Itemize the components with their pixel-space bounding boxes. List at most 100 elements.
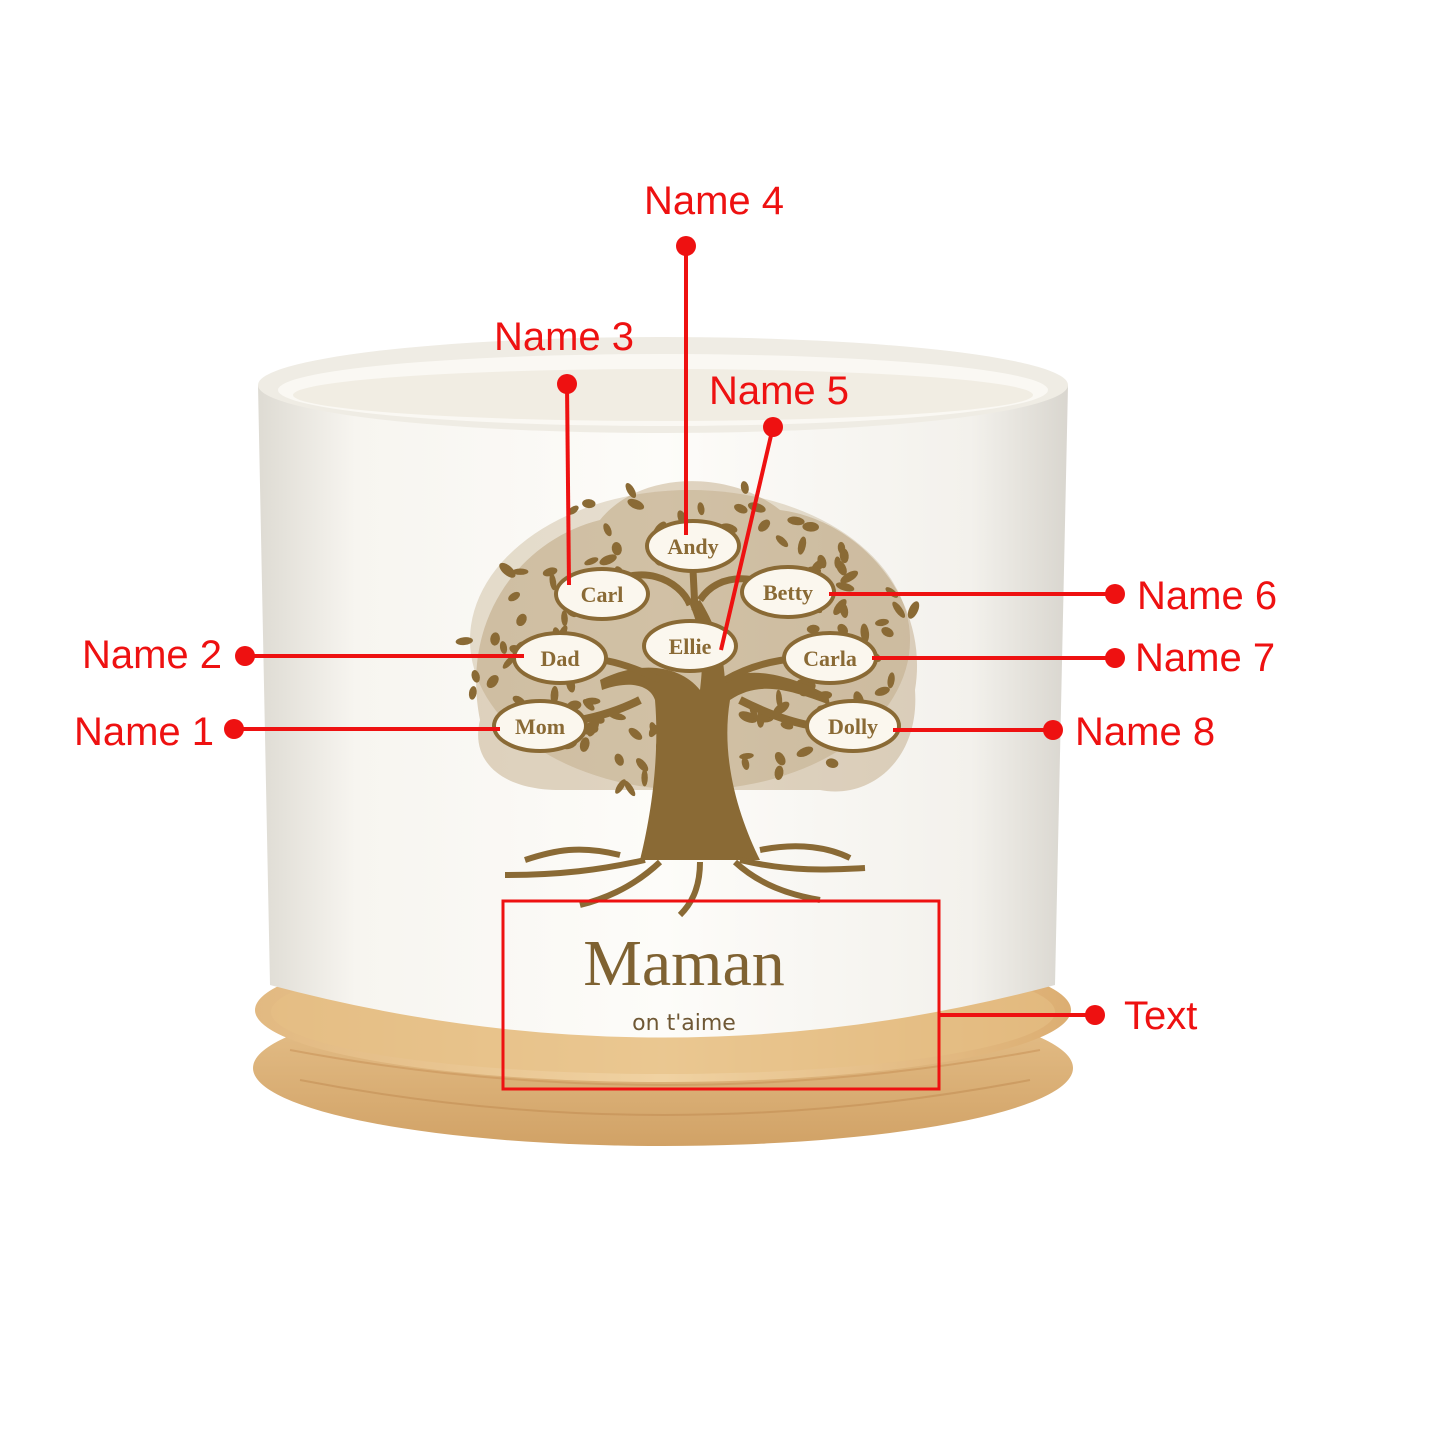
callout-label-text: Text <box>1124 994 1197 1038</box>
callout-name7: Name 7 <box>872 636 1275 680</box>
leaf <box>549 573 557 591</box>
leaf <box>825 758 839 768</box>
leaf <box>542 567 558 577</box>
tree-name-4: Andy <box>667 534 718 559</box>
leaf <box>584 557 599 566</box>
leaf <box>471 670 480 683</box>
leaf <box>774 765 784 780</box>
leaf <box>875 618 889 627</box>
leaf <box>603 523 612 537</box>
callout-name8: Name 8 <box>893 710 1215 754</box>
callout-label-name8: Name 8 <box>1075 710 1215 754</box>
ceramic-pot <box>258 337 1068 1038</box>
leaf <box>641 769 648 787</box>
leaf <box>499 641 508 654</box>
callout-label-name1: Name 1 <box>74 710 214 754</box>
leaf <box>887 672 895 689</box>
leaf <box>615 779 626 794</box>
callout-name1: Name 1 <box>74 710 500 754</box>
oval-name7: Carla <box>782 631 878 685</box>
leaf <box>624 780 636 797</box>
oval-name2: Dad <box>512 631 608 685</box>
leaf <box>787 516 805 526</box>
leaf <box>881 627 894 638</box>
leaf <box>697 502 705 516</box>
leaf <box>628 727 643 740</box>
leaf <box>561 610 568 627</box>
leaf <box>582 499 596 509</box>
oval-name6: Betty <box>740 565 836 619</box>
leaf <box>802 521 819 532</box>
leaf <box>860 623 870 643</box>
callout-name3: Name 3 <box>494 315 634 586</box>
tree-name-3: Carl <box>581 582 624 607</box>
leaf <box>516 613 527 627</box>
leaf <box>512 568 529 575</box>
callout-label-name5: Name 5 <box>709 369 849 413</box>
leaf <box>796 746 814 758</box>
leaf <box>839 548 849 564</box>
tree-name-2: Dad <box>540 646 579 671</box>
tree-roots <box>504 843 866 918</box>
tree-trunk <box>600 600 830 860</box>
leaf <box>627 498 645 510</box>
engraved-sub-text: on t'aime <box>632 1011 736 1036</box>
callout-label-name3: Name 3 <box>494 315 634 359</box>
leaf <box>614 753 624 766</box>
leaf <box>490 632 500 646</box>
leaf <box>833 598 847 616</box>
tree-name-6: Betty <box>763 580 813 605</box>
oval-name8: Dolly <box>805 699 901 753</box>
leaf <box>499 562 516 578</box>
leaf <box>739 752 754 760</box>
leaf <box>758 519 771 532</box>
leaf <box>840 570 859 584</box>
name-ovals: Andy Carl Betty Ellie Dad Carla Mom Dol <box>492 519 901 753</box>
oval-name1: Mom <box>492 699 588 753</box>
tree-name-7: Carla <box>803 646 857 671</box>
leaf <box>806 624 820 634</box>
leaf <box>776 689 783 709</box>
oval-name4: Andy <box>645 519 741 573</box>
leaf <box>455 637 473 646</box>
tree-name-8: Dolly <box>828 714 878 739</box>
callout-name2: Name 2 <box>82 633 524 677</box>
leaf <box>734 503 748 514</box>
tree-name-1: Mom <box>515 714 565 739</box>
leaf <box>773 701 790 715</box>
oval-name5: Ellie <box>642 619 738 673</box>
engraved-main-text: Maman <box>583 927 785 1000</box>
leaf <box>892 601 906 618</box>
engraved-text: Maman on t'aime <box>583 927 785 1036</box>
leaf <box>874 686 890 696</box>
leaf <box>835 582 855 592</box>
leaf <box>468 686 477 700</box>
leaf <box>741 757 750 770</box>
leaf <box>625 482 637 499</box>
leaf <box>797 536 807 555</box>
tree-name-5: Ellie <box>669 634 712 659</box>
leaf <box>567 505 579 515</box>
callout-name4: Name 4 <box>644 179 784 535</box>
callout-text: Text <box>501 899 1197 1091</box>
leaf <box>582 699 595 711</box>
callout-label-name2: Name 2 <box>82 633 222 677</box>
leaf <box>835 560 847 576</box>
leaf <box>599 554 617 566</box>
leaf <box>740 481 749 494</box>
callout-name5: Name 5 <box>709 369 849 651</box>
leaf <box>636 758 649 772</box>
leaf <box>648 724 658 738</box>
callout-name6: Name 6 <box>829 574 1277 618</box>
leaf <box>486 674 499 689</box>
leaf <box>611 542 622 556</box>
callouts: Name 4 Name 3 Name 5 Name 6 Name 7 <box>74 179 1277 1091</box>
callout-label-name7: Name 7 <box>1135 636 1275 680</box>
oval-name3: Carl <box>554 567 650 621</box>
leaf <box>907 601 920 619</box>
leaf <box>508 591 521 602</box>
leaf <box>774 752 786 766</box>
callout-label-name6: Name 6 <box>1137 574 1277 618</box>
